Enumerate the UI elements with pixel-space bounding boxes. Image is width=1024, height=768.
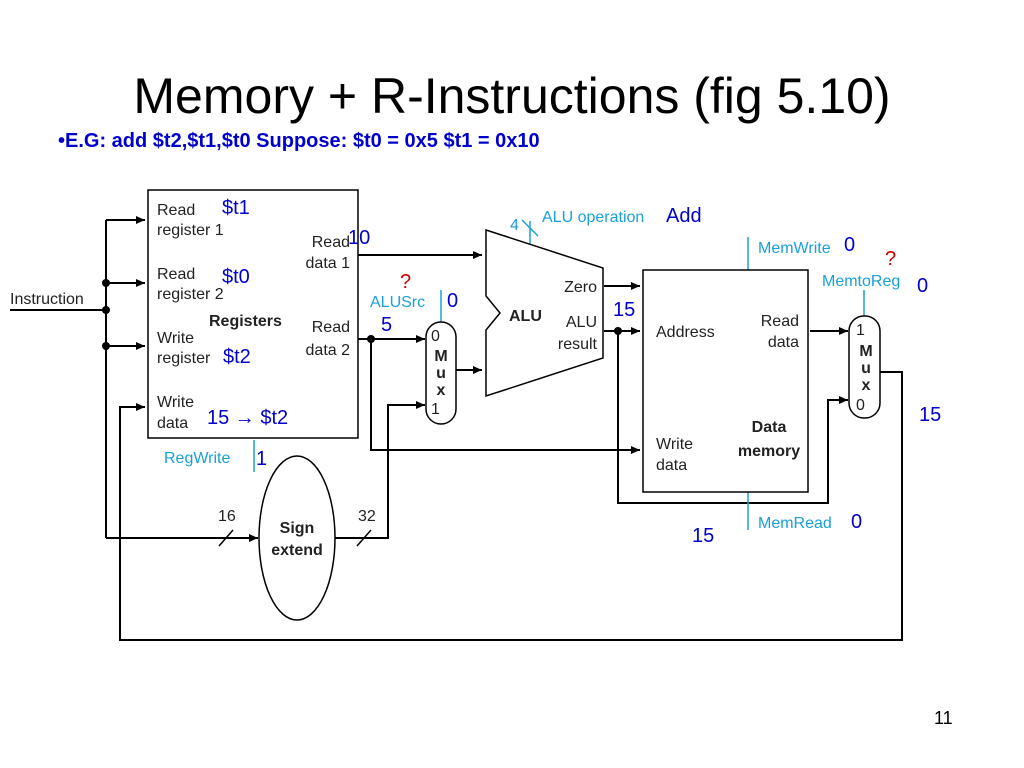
- mem-write-data-label-2: data: [656, 457, 687, 474]
- registers-title: Registers: [209, 313, 282, 330]
- wires: [10, 216, 903, 641]
- alu-op-width-label: 4: [510, 217, 519, 234]
- read-register-2-label-2: register 2: [157, 286, 224, 303]
- read-data-2-label: Read: [312, 319, 350, 336]
- annotation-read-data-2-value: 5: [381, 314, 392, 336]
- alusrc-mux-shape: [425, 321, 457, 425]
- sign-extend-label-2: extend: [271, 542, 323, 559]
- register-file-box: [147, 189, 359, 439]
- sign-extend-out-wire: [334, 401, 425, 539]
- alu-result-label: ALU: [566, 314, 597, 331]
- write-register-label: Write: [157, 330, 194, 347]
- junction-dot: [614, 327, 622, 335]
- bus-16-label: 16: [218, 508, 236, 525]
- alu-result-bypass-wire: [617, 331, 848, 504]
- control-lines: [253, 219, 865, 530]
- alusrc-label: ALUSrc: [370, 294, 425, 311]
- write-register-label-2: register: [157, 350, 211, 367]
- annotation-memtoreg-value: 0: [917, 275, 928, 297]
- slide-number: 11: [934, 708, 953, 728]
- read-register-2-label: Read: [157, 266, 195, 283]
- alu-shape: [485, 228, 604, 398]
- sign-extend-label: Sign: [280, 520, 315, 537]
- memtoreg-mux-label-m: M: [859, 343, 872, 360]
- slide-subtitle: •E.G: add $t2,$t1,$t0 Suppose: $t0 = 0x5…: [58, 130, 540, 152]
- data-memory-title-2: memory: [738, 443, 800, 460]
- alu-zero-label: Zero: [564, 279, 597, 296]
- memtoreg-mux-label-x: x: [862, 377, 871, 394]
- annotation-alusrc-value: 0: [447, 290, 458, 312]
- instruction-label: Instruction: [10, 291, 84, 308]
- annotation-memwrite-value: 0: [844, 234, 855, 256]
- alusrc-mux-in-0: 0: [431, 328, 440, 345]
- data-memory-title: Data: [752, 419, 787, 436]
- sign-extend-ellipse: [258, 455, 336, 621]
- bus-slash-32: [356, 529, 372, 547]
- alusrc-mux: 0 M u x 1: [425, 321, 457, 425]
- slide-title: Memory + R-Instructions (fig 5.10): [133, 68, 891, 124]
- memtoreg-mux-in-0: 0: [856, 397, 865, 414]
- register-file: Read register 1 Read register 2 Write re…: [147, 189, 359, 439]
- annotations: $t1 $t0 $t2 10 ? 0 5 Add 15 0 ? 0 15 → $…: [207, 197, 941, 547]
- data-memory-box: [642, 269, 809, 493]
- alusrc-mux-in-1: 1: [431, 401, 440, 418]
- annotation-read-data-1-value: 10: [348, 227, 370, 249]
- read-data-1-label: Read: [312, 234, 350, 251]
- memtoreg-mux-in-1: 1: [856, 322, 865, 339]
- alu-unit: ALU Zero ALU result: [485, 228, 604, 398]
- junction-dot: [102, 342, 110, 350]
- alusrc-mux-label-x: x: [437, 382, 446, 399]
- write-data-label: Write: [157, 394, 194, 411]
- annotation-alusrc-question: ?: [400, 271, 411, 293]
- annotation-t1: $t1: [222, 197, 250, 219]
- alu-op-width-slash: [521, 219, 539, 237]
- alu-operation-label: ALU operation: [542, 209, 644, 226]
- data-memory: Address Read data Write data Data memory: [642, 269, 809, 493]
- memtoreg-mux-shape: [848, 315, 881, 419]
- annotation-regwrite-value: 1: [256, 448, 267, 470]
- memwrite-label: MemWrite: [758, 240, 831, 257]
- junction-dot: [367, 335, 375, 343]
- bus-slash-16: [218, 529, 234, 547]
- memread-label: MemRead: [758, 515, 832, 532]
- annotation-write-data-value: 15 → $t2: [207, 407, 288, 429]
- memtoreg-label: MemtoReg: [822, 273, 900, 290]
- memtoreg-mux: 1 M u x 0: [848, 315, 881, 419]
- bus-width-marks: 16 32: [218, 508, 376, 547]
- bus-32-label: 32: [358, 508, 376, 525]
- alusrc-mux-label-u: u: [436, 365, 446, 382]
- annotation-mux-out-value: 15: [919, 404, 941, 426]
- junctions: [102, 279, 622, 350]
- memtoreg-mux-label-u: u: [861, 360, 871, 377]
- mem-read-data-label-2: data: [768, 334, 799, 351]
- junction-dot: [102, 306, 110, 314]
- sign-extend-unit: Sign extend: [258, 455, 336, 621]
- write-back-wire: [119, 371, 903, 641]
- annotation-t0: $t0: [222, 266, 250, 288]
- annotation-alu-op-value: Add: [666, 205, 702, 227]
- mem-write-data-label: Write: [656, 436, 693, 453]
- alu-result-label-2: result: [558, 336, 598, 353]
- annotation-memread-value: 0: [851, 511, 862, 533]
- mem-read-data-label: Read: [761, 313, 799, 330]
- annotation-bypass-value: 15: [692, 525, 714, 547]
- read-data-2-to-mem-wire: [370, 339, 640, 454]
- read-register-1-label-2: register 1: [157, 222, 224, 239]
- regwrite-label: RegWrite: [164, 450, 230, 467]
- alu-label: ALU: [509, 308, 542, 325]
- address-label: Address: [656, 324, 715, 341]
- write-data-label-2: data: [157, 415, 188, 432]
- alusrc-mux-label-m: M: [434, 348, 447, 365]
- annotation-t2: $t2: [223, 346, 251, 368]
- read-data-1-label-2: data 1: [306, 255, 351, 272]
- read-data-2-label-2: data 2: [306, 342, 351, 359]
- annotation-alu-result-value: 15: [613, 299, 635, 321]
- annotation-memtoreg-question: ?: [885, 248, 896, 270]
- junction-dot: [102, 279, 110, 287]
- read-register-1-label: Read: [157, 202, 195, 219]
